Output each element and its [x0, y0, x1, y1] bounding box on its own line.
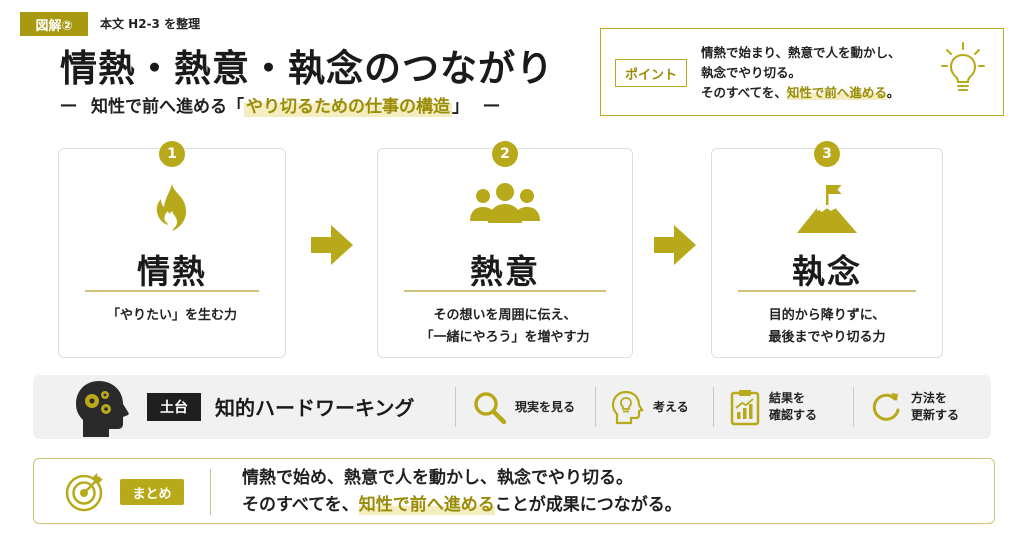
head-bulb-icon	[611, 390, 644, 425]
point-line-3-suffix: 。	[886, 85, 900, 100]
mountain-flag-icon	[797, 185, 857, 233]
label-line-1: 方法を	[911, 391, 948, 405]
point-line-1: 情熱で始まり、熱意で人を動かし、	[701, 45, 901, 60]
target-icon	[65, 473, 103, 512]
subtitle-prefix: 知性で前へ進める「	[91, 97, 244, 117]
step-description: 「やりたい」を生む力	[59, 305, 285, 327]
divider	[210, 469, 211, 515]
summary-text: 情熱で始め、熱意で人を動かし、執念でやり切る。 そのすべてを、知性で前へ進めるこ…	[242, 465, 682, 519]
step-card-2: 2 熱意 その想いを周囲に伝え、 「一緒にやろう」を増やす力	[377, 141, 633, 358]
foundation-item-check-results: 結果を 確認する	[729, 383, 817, 431]
step-title: 情熱	[137, 252, 207, 291]
clipboard-chart-icon	[730, 390, 760, 426]
refresh-icon	[872, 393, 900, 421]
foundation-item-see-reality: 現実を見る	[471, 383, 575, 431]
summary-line-2-highlight: 知性で前へ進める	[358, 495, 495, 515]
step-desc-line-2: 「一緒にやろう」を増やす力	[420, 330, 590, 345]
lightbulb-icon	[941, 42, 985, 91]
step-card-3: 3 執念 目的から降りずに、 最後までやり切る力	[711, 141, 943, 358]
step-title: 執念	[792, 252, 862, 291]
step-description: その想いを周囲に伝え、 「一緒にやろう」を増やす力	[378, 305, 632, 349]
step-title: 熱意	[470, 252, 540, 291]
foundation-badge: 土台	[147, 393, 201, 421]
divider	[738, 290, 916, 292]
source-tag: 本文 H2-3 を整理	[100, 17, 201, 31]
foundation-item-update-method: 方法を 更新する	[869, 383, 959, 431]
foundation-item-label: 考える	[653, 399, 689, 416]
step-number: 3	[814, 141, 840, 167]
step-card-1: 1 情熱 「やりたい」を生む力	[58, 141, 286, 358]
foundation-item-label: 方法を 更新する	[911, 390, 959, 424]
foundation-bar: 土台 知的ハードワーキング 現実を見る 考える 結果を 確認する	[33, 375, 991, 439]
step-desc-line-2: 最後までやり切る力	[768, 330, 886, 345]
arrow-right-icon	[654, 225, 696, 265]
summary-line-2: そのすべてを、知性で前へ進めることが成果につながる。	[242, 492, 682, 519]
point-text: 情熱で始まり、熱意で人を動かし、 執念でやり切る。 そのすべてを、知性で前へ進め…	[701, 43, 901, 103]
point-line-3-highlight: 知性で前へ進める	[786, 85, 887, 100]
foundation-title: 知的ハードワーキング	[215, 396, 415, 420]
page-title: 情熱・熱意・執念のつながり	[60, 46, 554, 90]
point-box: ポイント 情熱で始まり、熱意で人を動かし、 執念でやり切る。 そのすべてを、知性…	[600, 28, 1004, 116]
foundation-item-label: 結果を 確認する	[769, 390, 817, 424]
summary-badge: まとめ	[120, 479, 184, 505]
divider	[455, 387, 456, 427]
label-line-1: 結果を	[769, 391, 806, 405]
point-label: ポイント	[615, 59, 687, 87]
step-number: 1	[159, 141, 185, 167]
summary-box: まとめ 情熱で始め、熱意で人を動かし、執念でやり切る。 そのすべてを、知性で前へ…	[33, 458, 995, 524]
divider	[713, 387, 714, 427]
label-line-2: 更新する	[911, 408, 960, 422]
head-gears-icon	[76, 381, 129, 437]
step-number: 2	[492, 141, 518, 167]
subtitle-dash-left: —	[60, 94, 77, 115]
step-desc-line-1: その想いを周囲に伝え、	[433, 308, 577, 323]
figure-badge: 図解②	[20, 12, 88, 36]
step-description: 目的から降りずに、 最後までやり切る力	[712, 305, 942, 349]
foundation-item-label: 現実を見る	[515, 399, 575, 416]
point-line-3: そのすべてを、知性で前へ進める。	[701, 83, 901, 103]
divider	[595, 387, 596, 427]
step-desc-line-1: 「やりたい」を生む力	[106, 308, 237, 323]
divider	[85, 290, 259, 292]
subtitle: — 知性で前へ進める「やり切るための仕事の構造」 —	[60, 92, 500, 117]
summary-line-2-prefix: そのすべてを、	[242, 495, 359, 515]
people-icon	[470, 183, 540, 223]
subtitle-suffix: 」	[452, 97, 469, 117]
summary-line-2-suffix: ことが成果につながる。	[494, 495, 682, 515]
point-line-3-prefix: そのすべてを、	[701, 85, 787, 100]
magnifier-icon	[474, 392, 507, 425]
label-line-1: 考える	[653, 399, 689, 414]
divider	[404, 290, 606, 292]
divider	[853, 387, 854, 427]
arrow-right-icon	[311, 225, 353, 265]
label-line-2: 確認する	[769, 408, 818, 422]
label-line-1: 現実を見る	[515, 399, 576, 414]
subtitle-highlight: やり切るための仕事の構造	[244, 92, 452, 117]
summary-line-1: 情熱で始め、熱意で人を動かし、執念でやり切る。	[242, 468, 633, 488]
subtitle-dash-right: —	[483, 94, 500, 115]
step-desc-line-1: 目的から降りずに、	[768, 308, 886, 323]
flame-icon	[156, 184, 187, 231]
foundation-item-think: 考える	[609, 383, 689, 431]
point-line-2: 執念でやり切る。	[701, 65, 802, 80]
